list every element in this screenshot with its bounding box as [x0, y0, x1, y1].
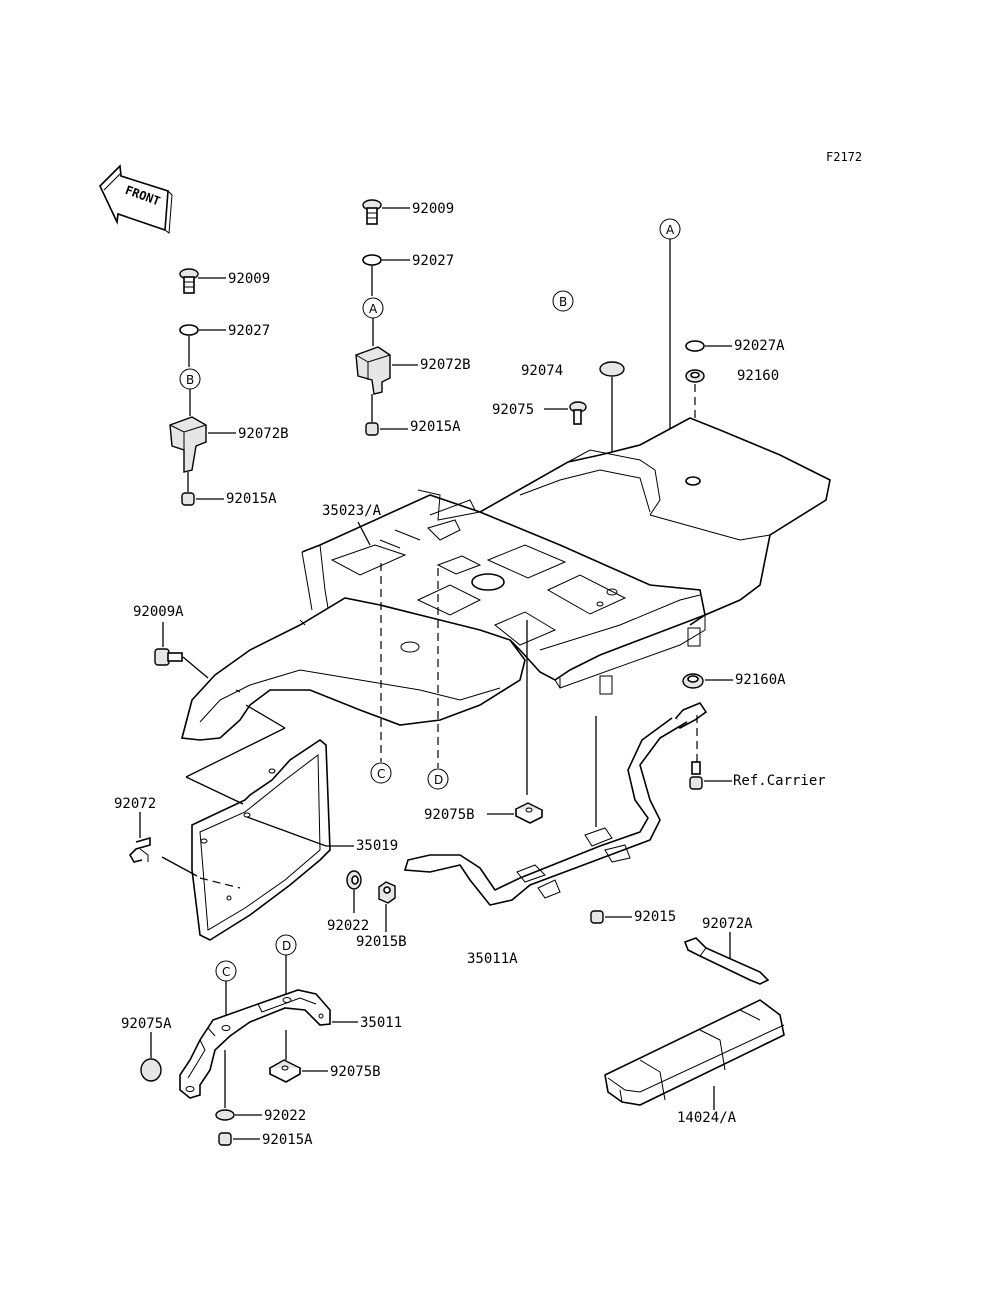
washer-92027A: [685, 340, 705, 352]
label-14024A: 14024/A: [677, 1110, 737, 1126]
callout-circle-b-top: [552, 290, 574, 312]
label-92015A-low: 92015A: [262, 1132, 313, 1148]
clip-92072B-mid: [355, 346, 391, 395]
label-92022-low: 92022: [264, 1108, 306, 1124]
figure-reference: F2172: [826, 150, 862, 164]
cap-92075A: [140, 1058, 162, 1082]
callout-b-top: B: [559, 295, 567, 309]
label-92015A-mid: 92015A: [410, 419, 461, 435]
grommet-92160A: [682, 673, 704, 689]
label-92072A: 92072A: [702, 916, 753, 932]
callout-c-low: C: [222, 965, 230, 979]
label-92160: 92160: [737, 368, 779, 384]
callout-d-low: D: [282, 939, 291, 953]
bolt-92009A: [154, 648, 183, 666]
bolt-92009-mid: [362, 199, 382, 225]
nut-92015A-mid: [365, 422, 379, 436]
callout-a-mid: A: [369, 302, 378, 316]
label-92075B-mid: 92075B: [424, 807, 475, 823]
label-92027A: 92027A: [734, 338, 785, 354]
mudflap-35019: [191, 739, 331, 941]
label-92015B: 92015B: [356, 934, 407, 950]
callout-circle-d-mid: [427, 768, 449, 790]
bracket-35011A: [403, 702, 708, 906]
front-arrow-icon: FRONT: [99, 164, 173, 234]
label-92075B-low: 92075B: [330, 1064, 381, 1080]
callout-d-mid: D: [434, 773, 443, 787]
callout-b-left: B: [186, 373, 194, 387]
label-35011: 35011: [360, 1015, 402, 1031]
nut-92015B: [378, 881, 396, 904]
label-92027-mid: 92027: [412, 253, 454, 269]
label-92072: 92072: [114, 796, 156, 812]
washer-92022-mid: [346, 870, 362, 890]
label-92075: 92075: [492, 402, 534, 418]
label-92074: 92074: [521, 363, 563, 379]
label-92160A: 92160A: [735, 672, 786, 688]
label-92009A: 92009A: [133, 604, 184, 620]
washer-92027-mid: [362, 254, 382, 266]
strap-92072A: [683, 937, 770, 985]
pad-14024A: [604, 999, 785, 1106]
callout-circle-c-mid: [370, 762, 392, 784]
label-ref-carrier: Ref.Carrier: [733, 773, 826, 789]
nut-92075B-mid: [514, 802, 544, 824]
cap-92074: [599, 361, 625, 377]
nut-92075B-low: [268, 1059, 302, 1083]
label-35023A: 35023/A: [322, 503, 382, 519]
label-92022-mid: 92022: [327, 918, 369, 934]
label-92009-left: 92009: [228, 271, 270, 287]
nut-92015: [590, 910, 604, 924]
nut-92015A-low: [218, 1132, 232, 1146]
bolt-92009-left: [179, 268, 199, 294]
clip-92072B-left: [169, 416, 207, 473]
label-92015: 92015: [634, 909, 676, 925]
fender-35023A: [180, 417, 831, 741]
label-35019: 35019: [356, 838, 398, 854]
callout-c-mid: C: [377, 767, 385, 781]
bracket-35011: [179, 989, 331, 1099]
pin-92075: [569, 401, 587, 425]
label-92009-mid: 92009: [412, 201, 454, 217]
label-92072B-mid: 92072B: [420, 357, 471, 373]
washer-92027-left: [179, 324, 199, 336]
label-92015A-left: 92015A: [226, 491, 277, 507]
bolt-ref-carrier: [689, 761, 703, 790]
clip-92072: [129, 836, 151, 863]
label-92072B-left: 92072B: [238, 426, 289, 442]
nut-92015A-left: [181, 492, 195, 506]
label-92075A: 92075A: [121, 1016, 172, 1032]
washer-92022-low: [215, 1109, 235, 1121]
grommet-92160: [685, 369, 705, 383]
label-35011A: 35011A: [467, 951, 518, 967]
callout-a-right: A: [666, 223, 675, 237]
label-92027-left: 92027: [228, 323, 270, 339]
